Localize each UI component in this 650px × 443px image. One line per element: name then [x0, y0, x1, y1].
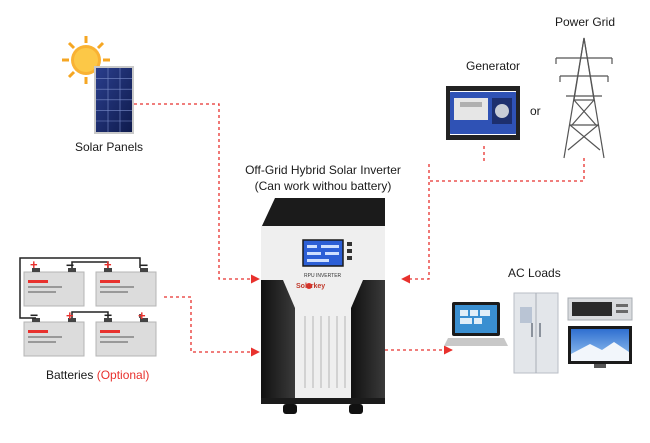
- svg-text:+: +: [138, 308, 146, 323]
- battery-bank: + + + + − − − −: [19, 257, 157, 357]
- refrigerator-icon: [513, 292, 559, 374]
- svg-text:−: −: [104, 307, 112, 323]
- solar-panels-label: Solar Panels: [75, 140, 144, 154]
- ac-loads-label: AC Loads: [508, 266, 561, 280]
- inverter-device: [261, 198, 385, 414]
- svg-text:+: +: [30, 257, 38, 272]
- grid-line: [429, 158, 585, 182]
- svg-text:−: −: [140, 257, 148, 273]
- batteries-text: Batteries: [46, 368, 94, 382]
- svg-text:+: +: [104, 257, 112, 272]
- optional-text: (Optional): [96, 368, 150, 382]
- solar-panel-icon: [94, 66, 134, 134]
- laptop-icon: [444, 302, 508, 346]
- generator-label: Generator: [466, 59, 521, 73]
- svg-text:−: −: [30, 307, 38, 323]
- battery-to-inverter-line: [164, 296, 260, 357]
- batteries-label: Batteries (Optional): [46, 368, 149, 382]
- inverter-subtitle: (Can work withou battery): [254, 179, 392, 193]
- tv-icon: [568, 326, 632, 368]
- power-tower-icon: [555, 37, 613, 159]
- battery-icon: [23, 268, 85, 307]
- power-grid-label: Power Grid: [555, 15, 616, 29]
- inverter-model: RPU INVERTER: [304, 273, 342, 279]
- svg-text:+: +: [66, 308, 74, 323]
- battery-icon: [95, 318, 157, 357]
- connectors: [134, 103, 585, 357]
- inverter-title: Off-Grid Hybrid Solar Inverter: [245, 163, 401, 177]
- solar-to-inverter-line: [134, 103, 260, 284]
- or-label: or: [530, 104, 541, 118]
- inverter-wheel: [349, 404, 363, 414]
- generator-icon: [446, 86, 520, 140]
- inverter-wheel: [283, 404, 297, 414]
- battery-icon: [23, 318, 85, 357]
- inverter-brand: Solarkey: [296, 283, 326, 290]
- source-to-inverter-line: [401, 164, 430, 284]
- svg-text:−: −: [66, 257, 74, 273]
- microwave-icon: [567, 297, 633, 321]
- battery-icon: [95, 268, 157, 307]
